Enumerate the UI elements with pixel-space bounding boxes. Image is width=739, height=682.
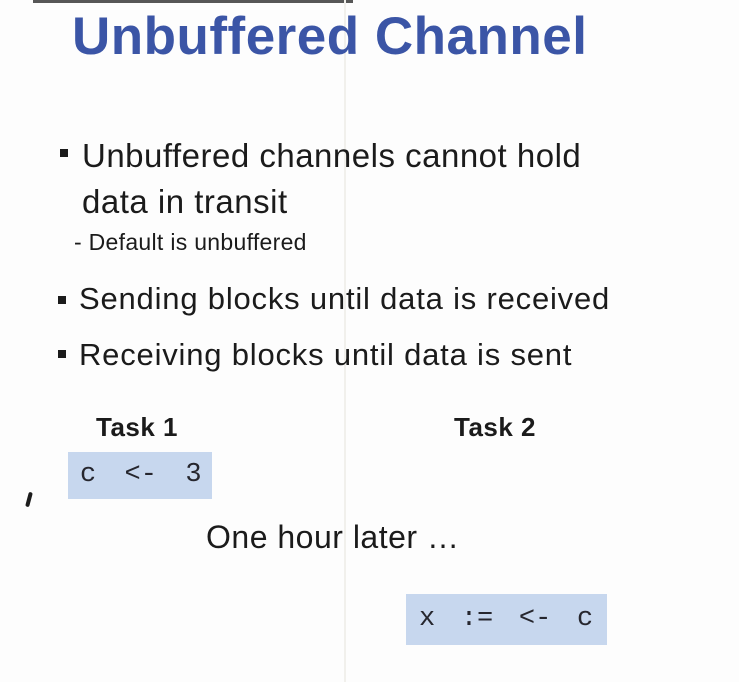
- task1-code-highlight: c <- 3: [68, 452, 212, 499]
- sub-bullet-text: - Default is unbuffered: [74, 229, 307, 255]
- bullet-square-icon: [58, 350, 66, 358]
- task1-label: Task 1: [96, 412, 179, 442]
- video-artifact-mark: [25, 491, 33, 508]
- task2-label: Task 2: [454, 412, 537, 442]
- video-artifact-top-line: [33, 0, 353, 3]
- video-artifact-vertical-line: [344, 0, 346, 682]
- bullet-square-icon: [60, 149, 68, 157]
- bullet-square-icon: [58, 296, 66, 304]
- slide-title: Unbuffered Channel: [72, 7, 588, 66]
- bullet-item-2-text: Sending blocks until data is received: [79, 281, 611, 316]
- bullet-item-1-text: Unbuffered channels cannot hold data in …: [82, 137, 582, 220]
- task2-code-highlight: x := <- c: [406, 594, 607, 645]
- interlude-text: One hour later …: [206, 519, 460, 555]
- bullet-item-3-text: Receiving blocks until data is sent: [79, 337, 573, 372]
